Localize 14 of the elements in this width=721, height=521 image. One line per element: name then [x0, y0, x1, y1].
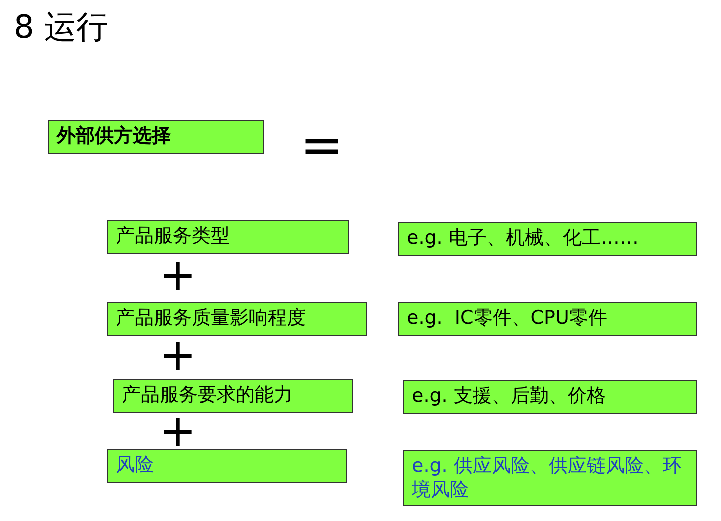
plus-sign: + — [158, 414, 198, 450]
example-box: e.g. 电子、机械、化工…… — [398, 222, 697, 256]
example-box: e.g. IC零件、CPU零件 — [398, 302, 697, 336]
example-box: e.g. 支援、后勤、价格 — [403, 380, 697, 414]
equals-sign: = — [299, 128, 345, 164]
heading-box: 外部供方选择 — [48, 120, 264, 154]
factor-box: 产品服务要求的能力 — [113, 379, 353, 413]
factor-box: 产品服务质量影响程度 — [107, 302, 367, 336]
example-box: e.g. 供应风险、供应链风险、环境风险 — [403, 450, 697, 506]
factor-box: 产品服务类型 — [107, 220, 349, 254]
plus-sign: + — [158, 258, 198, 294]
factor-box: 风险 — [107, 449, 347, 483]
plus-sign: + — [158, 338, 198, 374]
page-title: 8 运行 — [14, 7, 109, 48]
